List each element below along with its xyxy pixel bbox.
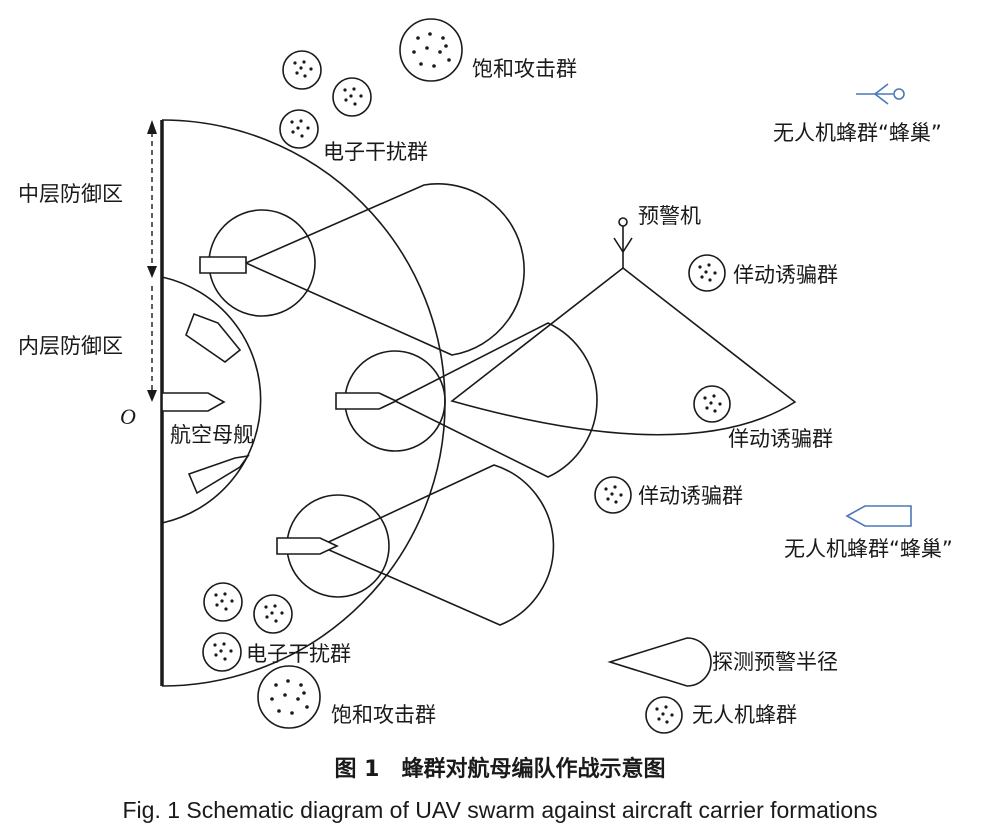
detection-cone-bottom (318, 464, 555, 626)
label-decoy-2: 佯动诱骗群 (728, 427, 833, 451)
saturation-swarm-top-large (399, 18, 463, 82)
swarm-top-1 (282, 50, 322, 90)
inner-zone-arrow (147, 286, 157, 402)
label-carrier: 航空母舰 (170, 423, 254, 447)
aew-detection-sector (450, 266, 797, 436)
label-inner-zone: 内层防御区 (18, 334, 123, 358)
swarm-top-3 (279, 109, 319, 149)
decoy-swarm-2 (693, 385, 731, 423)
label-saturation-attack-top: 饱和攻击群 (472, 57, 577, 81)
label-jamming-top: 电子干扰群 (323, 140, 428, 164)
legend-swarm-label: 无人机蜂群 (692, 703, 797, 727)
label-aew: 预警机 (638, 204, 701, 228)
saturation-swarm-bottom-large (257, 665, 321, 729)
label-decoy-3: 佯动诱骗群 (638, 484, 743, 508)
label-middle-zone: 中层防御区 (18, 182, 123, 206)
aew-aircraft-icon (613, 217, 633, 268)
inner-ship-upper (185, 312, 242, 363)
swarm-bottom-3 (202, 632, 242, 672)
carrier-ship (161, 392, 226, 412)
inner-defense-arc (161, 276, 262, 524)
label-saturation-attack-bottom: 饱和攻击群 (331, 703, 436, 727)
detection-cone-top (244, 183, 525, 356)
escort-ship-middle (335, 392, 398, 410)
swarm-bottom-2 (253, 594, 293, 634)
figure-caption-cn: 图 1 蜂群对航母编队作战示意图 (335, 756, 666, 782)
legend-radar-symbol (607, 637, 712, 687)
detection-cone-middle (393, 322, 598, 478)
label-hive-1: 无人机蜂群“蜂巢” (773, 121, 942, 145)
inner-ship-lower (187, 454, 250, 495)
swarm-top-2 (332, 77, 372, 117)
decoy-swarm-3 (594, 476, 632, 514)
label-origin: O (120, 404, 136, 429)
hive-icon-top (856, 83, 905, 105)
swarm-bottom-1 (203, 582, 243, 622)
escort-ship-top (199, 256, 247, 274)
figure-caption-en: Fig. 1 Schematic diagram of UAV swarm ag… (123, 797, 878, 823)
decoy-swarm-1 (688, 254, 726, 292)
label-hive-2: 无人机蜂群“蜂巢” (784, 537, 953, 561)
legend-radar-label: 探测预警半径 (712, 650, 838, 674)
label-jamming-bottom: 电子干扰群 (246, 642, 351, 666)
label-decoy-1: 佯动诱骗群 (733, 263, 838, 287)
legend-swarm-symbol (645, 696, 683, 734)
middle-zone-arrow (147, 120, 157, 278)
escort-ship-bottom (276, 537, 339, 555)
hive-icon-bottom (845, 505, 912, 527)
